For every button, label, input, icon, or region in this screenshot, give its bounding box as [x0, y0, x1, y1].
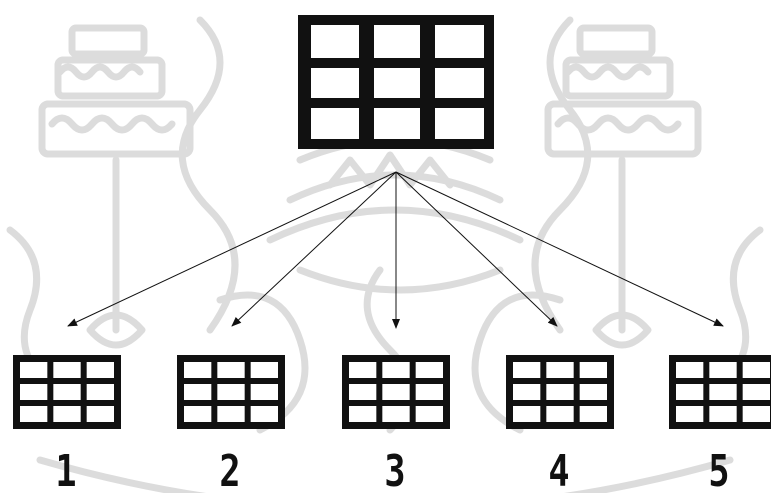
target-label-2: 2: [206, 450, 254, 493]
target-label-1: 1: [42, 450, 90, 493]
arrow-to-2: [232, 172, 396, 326]
target-grids: [13, 355, 771, 429]
target-grid-1-icon: [13, 355, 121, 429]
target-grid-5-icon: [669, 355, 771, 429]
arrow-to-5: [396, 172, 723, 326]
arrow-to-4: [396, 172, 557, 326]
target-grid-2-icon: [177, 355, 285, 429]
target-label-4: 4: [535, 450, 583, 493]
target-grid-3-icon: [342, 355, 450, 429]
target-label-3: 3: [371, 450, 419, 493]
target-label-5: 5: [695, 450, 743, 493]
target-grid-4-icon: [506, 355, 614, 429]
split-arrows: [68, 172, 723, 328]
source-grid-icon: [298, 15, 494, 149]
arrow-to-1: [68, 172, 396, 326]
